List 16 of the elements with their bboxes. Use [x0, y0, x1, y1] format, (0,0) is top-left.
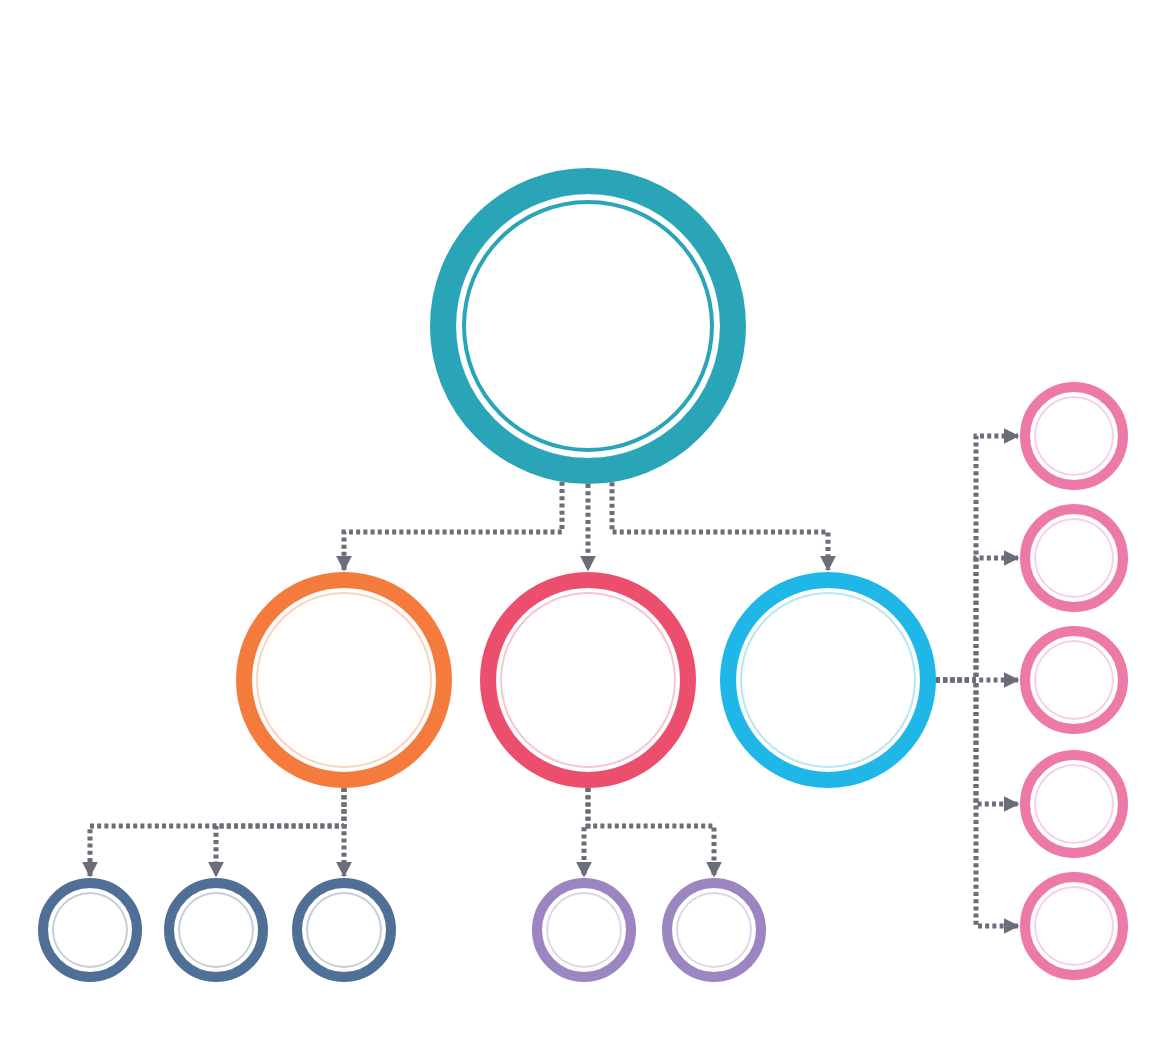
circle-node — [1020, 750, 1128, 858]
arrow — [336, 481, 565, 572]
arrow — [585, 788, 722, 878]
circle-node — [1020, 504, 1128, 612]
circle-node — [1020, 626, 1128, 734]
circle-node — [532, 878, 636, 982]
circle-node — [38, 878, 142, 982]
circle-node — [164, 878, 268, 982]
circle-node — [1020, 872, 1128, 980]
arrow — [336, 788, 352, 878]
arrow — [936, 677, 1020, 934]
circle-node — [1020, 382, 1128, 490]
circle-node — [292, 878, 396, 982]
arrow — [580, 484, 596, 572]
arrow — [609, 482, 836, 572]
circle-node — [662, 878, 766, 982]
